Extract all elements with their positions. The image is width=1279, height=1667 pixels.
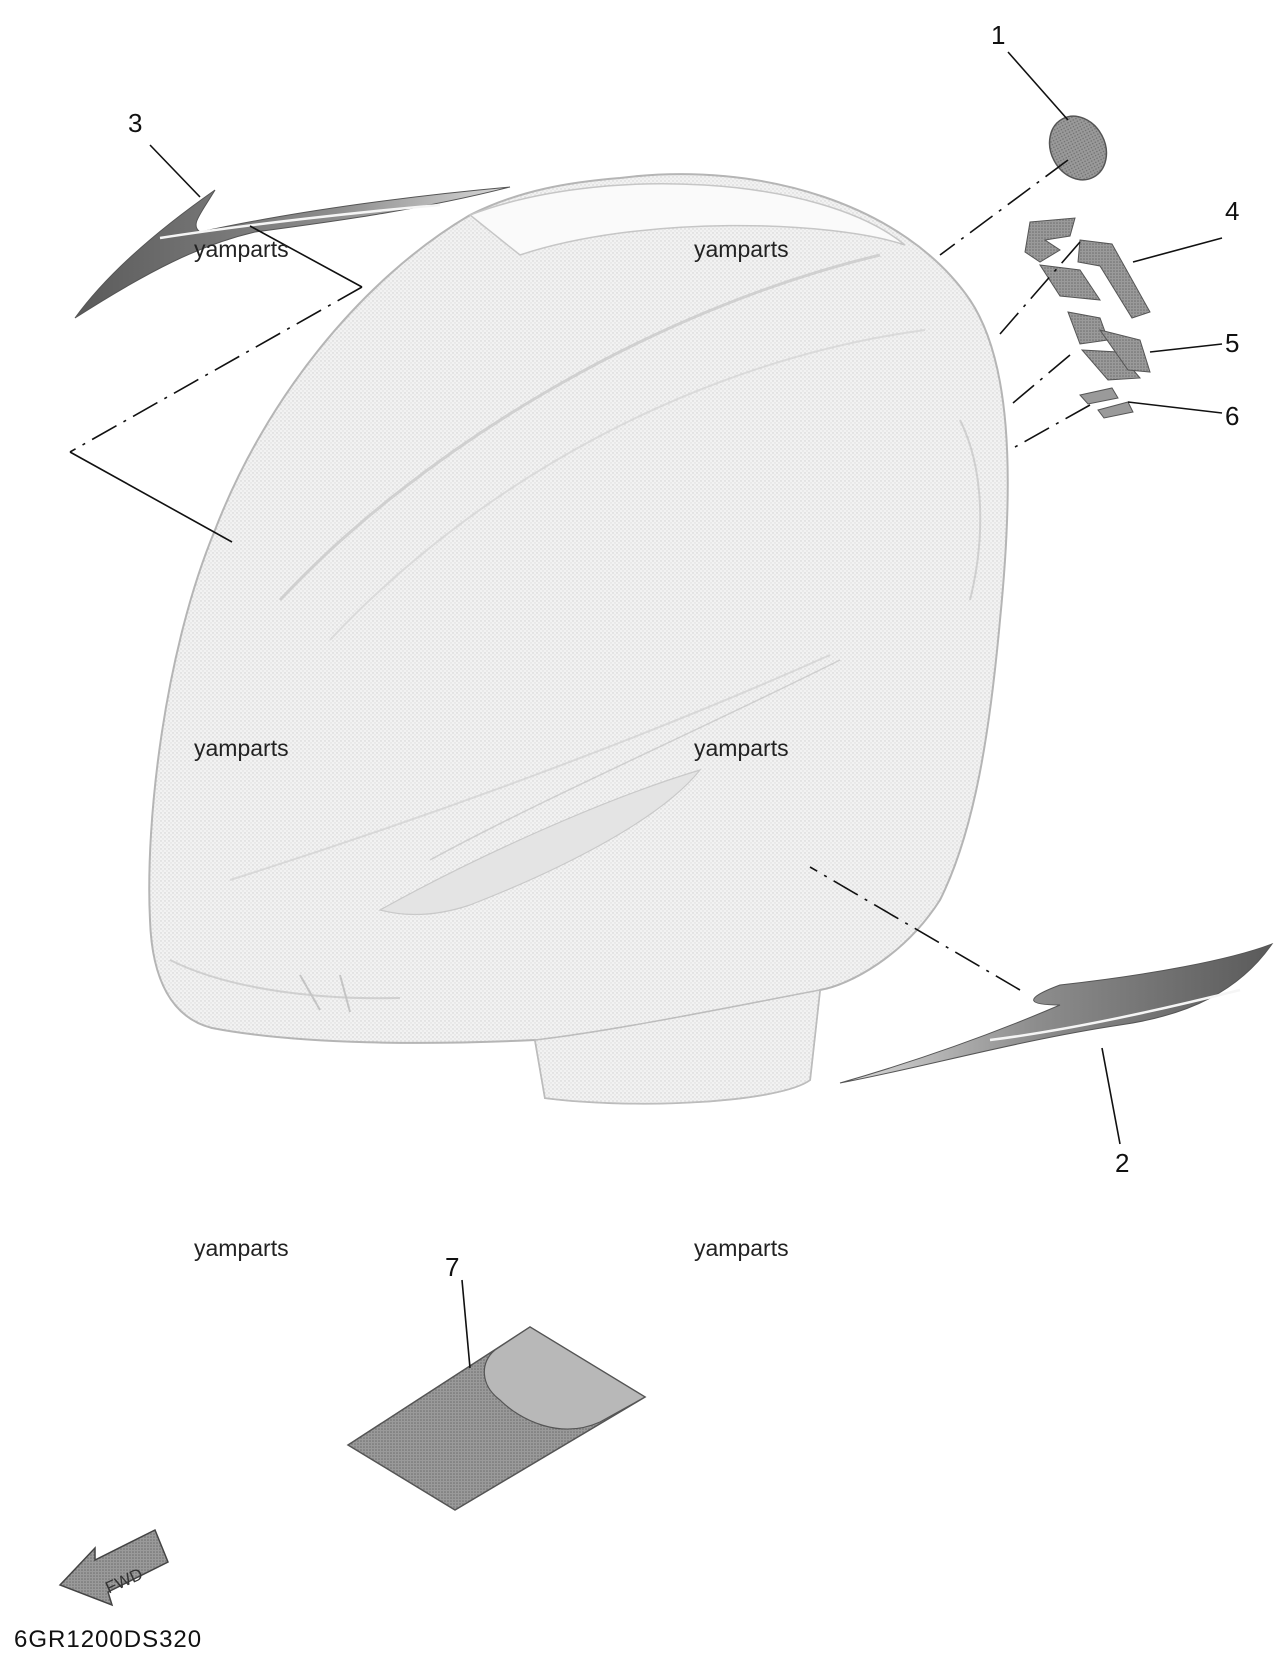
callout-6: 6 [1225,401,1240,431]
part-3-stripe-decal-shape [74,186,511,319]
watermark-3: yamparts [194,735,289,761]
callout-5: 5 [1225,328,1240,358]
part-1-emblem-shape [1048,115,1108,181]
part-2-stripe-decal-shape [839,942,1274,1084]
watermark-5: yamparts [194,1235,289,1261]
fairing-body [148,173,1009,1105]
callout-3: 3 [128,108,143,138]
watermark-4: yamparts [694,735,789,761]
watermark-1: yamparts [194,236,289,262]
part-5-lettering-decal-shape [1067,311,1151,381]
diagram-code: 6GR1200DS320 [14,1626,203,1653]
watermark-6: yamparts [694,1235,789,1261]
part-4-lettering-decal-shape [1024,217,1151,319]
callout-1: 1 [991,20,1006,50]
fwd-arrow-icon: FWD [58,1528,169,1607]
part-7-label-sheet-shape [346,1326,647,1511]
callout-2: 2 [1115,1148,1130,1178]
part-6-lettering-decal-shape [1079,387,1134,419]
watermark-2: yamparts [694,236,789,262]
callout-7: 7 [445,1252,460,1282]
leader-lines [69,51,1223,1369]
callout-4: 4 [1225,196,1240,226]
